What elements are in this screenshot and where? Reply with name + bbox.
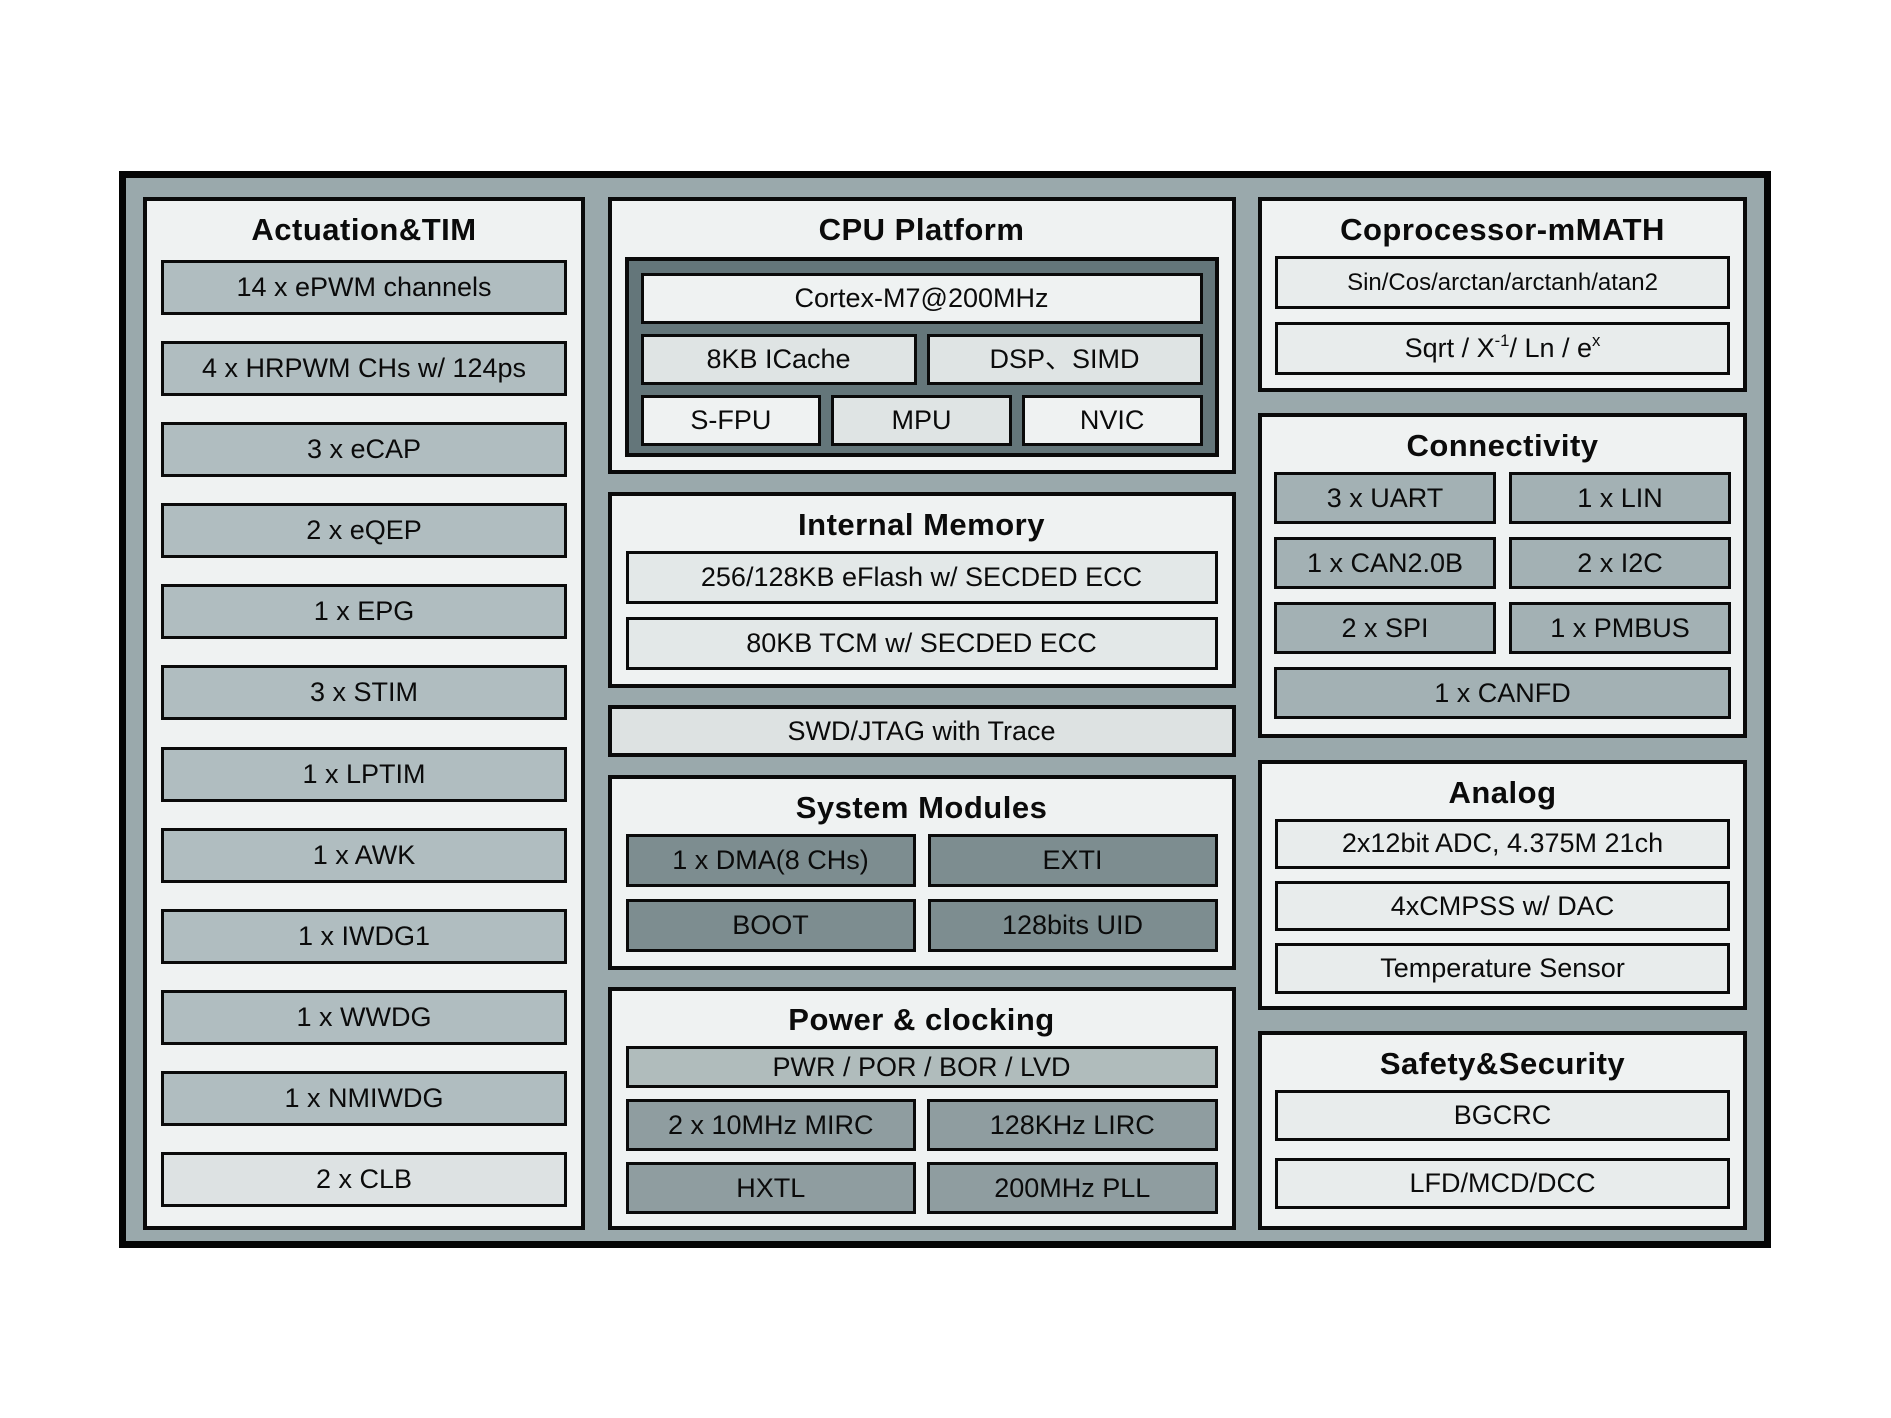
block-awk: 1 x AWK bbox=[161, 827, 567, 883]
connectivity-grid: 3 x UART 1 x LIN 1 x CAN2.0B 2 x I2C 2 x… bbox=[1274, 472, 1731, 655]
block-eflash: 256/128KB eFlash w/ SECDED ECC bbox=[625, 550, 1218, 604]
column-actuation: Actuation&TIM 14 x ePWM channels 4 x HRP… bbox=[143, 197, 585, 1230]
block-tcm: 80KB TCM w/ SECDED ECC bbox=[625, 616, 1218, 670]
block-can20b: 1 x CAN2.0B bbox=[1274, 537, 1496, 590]
cpu-row-units: S-FPU MPU NVIC bbox=[640, 395, 1203, 447]
block-uart: 3 x UART bbox=[1274, 472, 1496, 525]
sqrt-text-mid: / Ln / e bbox=[1509, 333, 1593, 364]
cpu-row-cache: 8KB ICache DSP、SIMD bbox=[640, 334, 1203, 386]
block-adc: 2x12bit ADC, 4.375M 21ch bbox=[1275, 818, 1730, 870]
block-exti: EXTI bbox=[927, 833, 1218, 887]
block-lptim: 1 x LPTIM bbox=[161, 746, 567, 802]
block-mpu: MPU bbox=[831, 395, 1012, 447]
block-clb: 2 x CLB bbox=[161, 1151, 567, 1207]
block-lfd-mcd-dcc: LFD/MCD/DCC bbox=[1275, 1158, 1730, 1209]
section-internal-memory: Internal Memory 256/128KB eFlash w/ SECD… bbox=[607, 491, 1236, 688]
block-dsp-simd: DSP、SIMD bbox=[926, 334, 1203, 386]
actuation-items: 14 x ePWM channels 4 x HRPWM CHs w/ 124p… bbox=[147, 256, 581, 1226]
section-connectivity: Connectivity 3 x UART 1 x LIN 1 x CAN2.0… bbox=[1258, 413, 1747, 739]
block-iwdg1: 1 x IWDG1 bbox=[161, 908, 567, 964]
block-i2c: 2 x I2C bbox=[1509, 537, 1731, 590]
block-nmiwdg: 1 x NMIWDG bbox=[161, 1070, 567, 1126]
block-eqep: 2 x eQEP bbox=[161, 503, 567, 559]
block-lirc: 128KHz LIRC bbox=[927, 1099, 1218, 1151]
analog-title: Analog bbox=[1448, 774, 1557, 810]
block-canfd: 1 x CANFD bbox=[1274, 667, 1731, 720]
block-ecap: 3 x eCAP bbox=[161, 422, 567, 478]
sqrt-sup-minus1: -1 bbox=[1494, 330, 1510, 350]
block-wwdg: 1 x WWDG bbox=[161, 989, 567, 1045]
block-epg: 1 x EPG bbox=[161, 584, 567, 640]
block-temp-sensor: Temperature Sensor bbox=[1275, 943, 1730, 994]
block-trig-functions: Sin/Cos/arctan/arctanh/atan2 bbox=[1275, 256, 1730, 310]
block-dma: 1 x DMA(8 CHs) bbox=[625, 833, 916, 887]
power-clocking-title: Power & clocking bbox=[788, 1002, 1055, 1037]
column-peripherals: Coprocessor-mMATH Sin/Cos/arctan/arctanh… bbox=[1258, 197, 1747, 1230]
internal-memory-title: Internal Memory bbox=[798, 506, 1045, 542]
block-stim: 3 x STIM bbox=[161, 665, 567, 721]
section-actuation-tim: Actuation&TIM 14 x ePWM channels 4 x HRP… bbox=[143, 197, 585, 1230]
section-coprocessor-mmath: Coprocessor-mMATH Sin/Cos/arctan/arctanh… bbox=[1258, 197, 1747, 392]
actuation-tim-title: Actuation&TIM bbox=[251, 212, 477, 247]
block-uid: 128bits UID bbox=[927, 898, 1218, 952]
block-nvic: NVIC bbox=[1021, 395, 1203, 447]
sqrt-sup-x: x bbox=[1592, 330, 1601, 350]
safety-security-title: Safety&Security bbox=[1379, 1045, 1626, 1081]
section-power-clocking: Power & clocking PWR / POR / BOR / LVD 2… bbox=[607, 987, 1236, 1230]
block-lin: 1 x LIN bbox=[1509, 472, 1731, 525]
block-cortex-m7: Cortex-M7@200MHz bbox=[640, 273, 1203, 325]
system-modules-title: System Modules bbox=[795, 789, 1048, 825]
block-hrpwm: 4 x HRPWM CHs w/ 124ps bbox=[161, 341, 567, 397]
block-icache: 8KB ICache bbox=[640, 334, 917, 386]
block-pll: 200MHz PLL bbox=[927, 1162, 1218, 1214]
block-hxtl: HXTL bbox=[625, 1162, 916, 1214]
section-cpu-platform: CPU Platform Cortex-M7@200MHz 8KB ICache… bbox=[607, 197, 1236, 474]
connectivity-title: Connectivity bbox=[1406, 428, 1599, 464]
block-bgcrc: BGCRC bbox=[1275, 1090, 1730, 1142]
column-cpu: CPU Platform Cortex-M7@200MHz 8KB ICache… bbox=[607, 197, 1236, 1230]
coprocessor-mmath-title: Coprocessor-mMATH bbox=[1340, 212, 1665, 247]
section-system-modules: System Modules 1 x DMA(8 CHs) EXTI BOOT … bbox=[607, 774, 1236, 970]
block-mirc: 2 x 10MHz MIRC bbox=[625, 1099, 916, 1151]
cpu-core-container: Cortex-M7@200MHz 8KB ICache DSP、SIMD S-F… bbox=[624, 257, 1219, 458]
block-pwr-por-bor-lvd: PWR / POR / BOR / LVD bbox=[625, 1046, 1218, 1088]
swd-jtag-bar: SWD/JTAG with Trace bbox=[607, 705, 1236, 757]
block-pmbus: 1 x PMBUS bbox=[1509, 602, 1731, 655]
block-cmpss: 4xCMPSS w/ DAC bbox=[1275, 881, 1730, 932]
block-epwm-channels: 14 x ePWM channels bbox=[161, 260, 567, 316]
block-sfpu: S-FPU bbox=[640, 395, 822, 447]
section-safety-security: Safety&Security BGCRC LFD/MCD/DCC bbox=[1258, 1030, 1747, 1230]
section-analog: Analog 2x12bit ADC, 4.375M 21ch 4xCMPSS … bbox=[1258, 759, 1747, 1010]
system-modules-grid: 1 x DMA(8 CHs) EXTI BOOT 128bits UID bbox=[625, 833, 1218, 952]
power-clocking-grid: 2 x 10MHz MIRC 128KHz LIRC HXTL 200MHz P… bbox=[625, 1099, 1218, 1214]
cpu-platform-title: CPU Platform bbox=[818, 212, 1025, 247]
sqrt-text-pre: Sqrt / X bbox=[1404, 333, 1495, 364]
block-spi: 2 x SPI bbox=[1274, 602, 1496, 655]
block-boot: BOOT bbox=[625, 898, 916, 952]
chip-frame: Actuation&TIM 14 x ePWM channels 4 x HRP… bbox=[119, 171, 1771, 1248]
